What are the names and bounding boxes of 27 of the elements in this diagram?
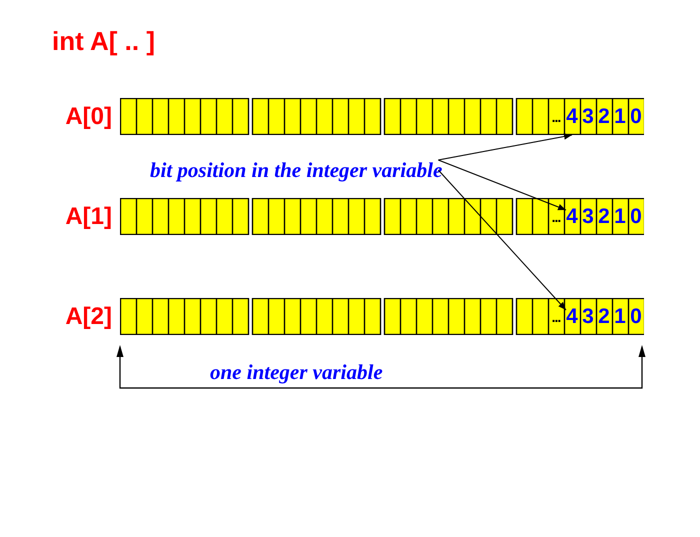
bit-number: 2 — [596, 198, 612, 235]
bit-number: 4 — [564, 98, 580, 135]
leader-arrow — [438, 160, 566, 210]
bit-number: 4 — [564, 198, 580, 235]
bit-number: 3 — [580, 98, 596, 135]
bit-number: 2 — [596, 298, 612, 335]
ellipsis: ... — [548, 198, 564, 235]
ellipsis: ... — [548, 298, 564, 335]
bracket-label: one integer variable — [210, 360, 383, 385]
array-element-label: A[2] — [65, 303, 112, 331]
bit-number: 0 — [628, 298, 644, 335]
bit-number: 1 — [612, 298, 628, 335]
bit-number: 0 — [628, 98, 644, 135]
ellipsis: ... — [548, 98, 564, 135]
heading: int A[ .. ] — [52, 26, 156, 57]
leader-arrow — [438, 133, 572, 160]
annotation-text: bit position in the integer variable — [150, 158, 442, 183]
bit-number: 3 — [580, 198, 596, 235]
array-element-label: A[1] — [65, 203, 112, 231]
bit-number: 3 — [580, 298, 596, 335]
bit-number: 4 — [564, 298, 580, 335]
bit-number: 2 — [596, 98, 612, 135]
bit-number: 1 — [612, 98, 628, 135]
leader-arrow — [438, 170, 566, 310]
bit-number: 1 — [612, 198, 628, 235]
array-element-label: A[0] — [65, 103, 112, 131]
bit-number: 0 — [628, 198, 644, 235]
